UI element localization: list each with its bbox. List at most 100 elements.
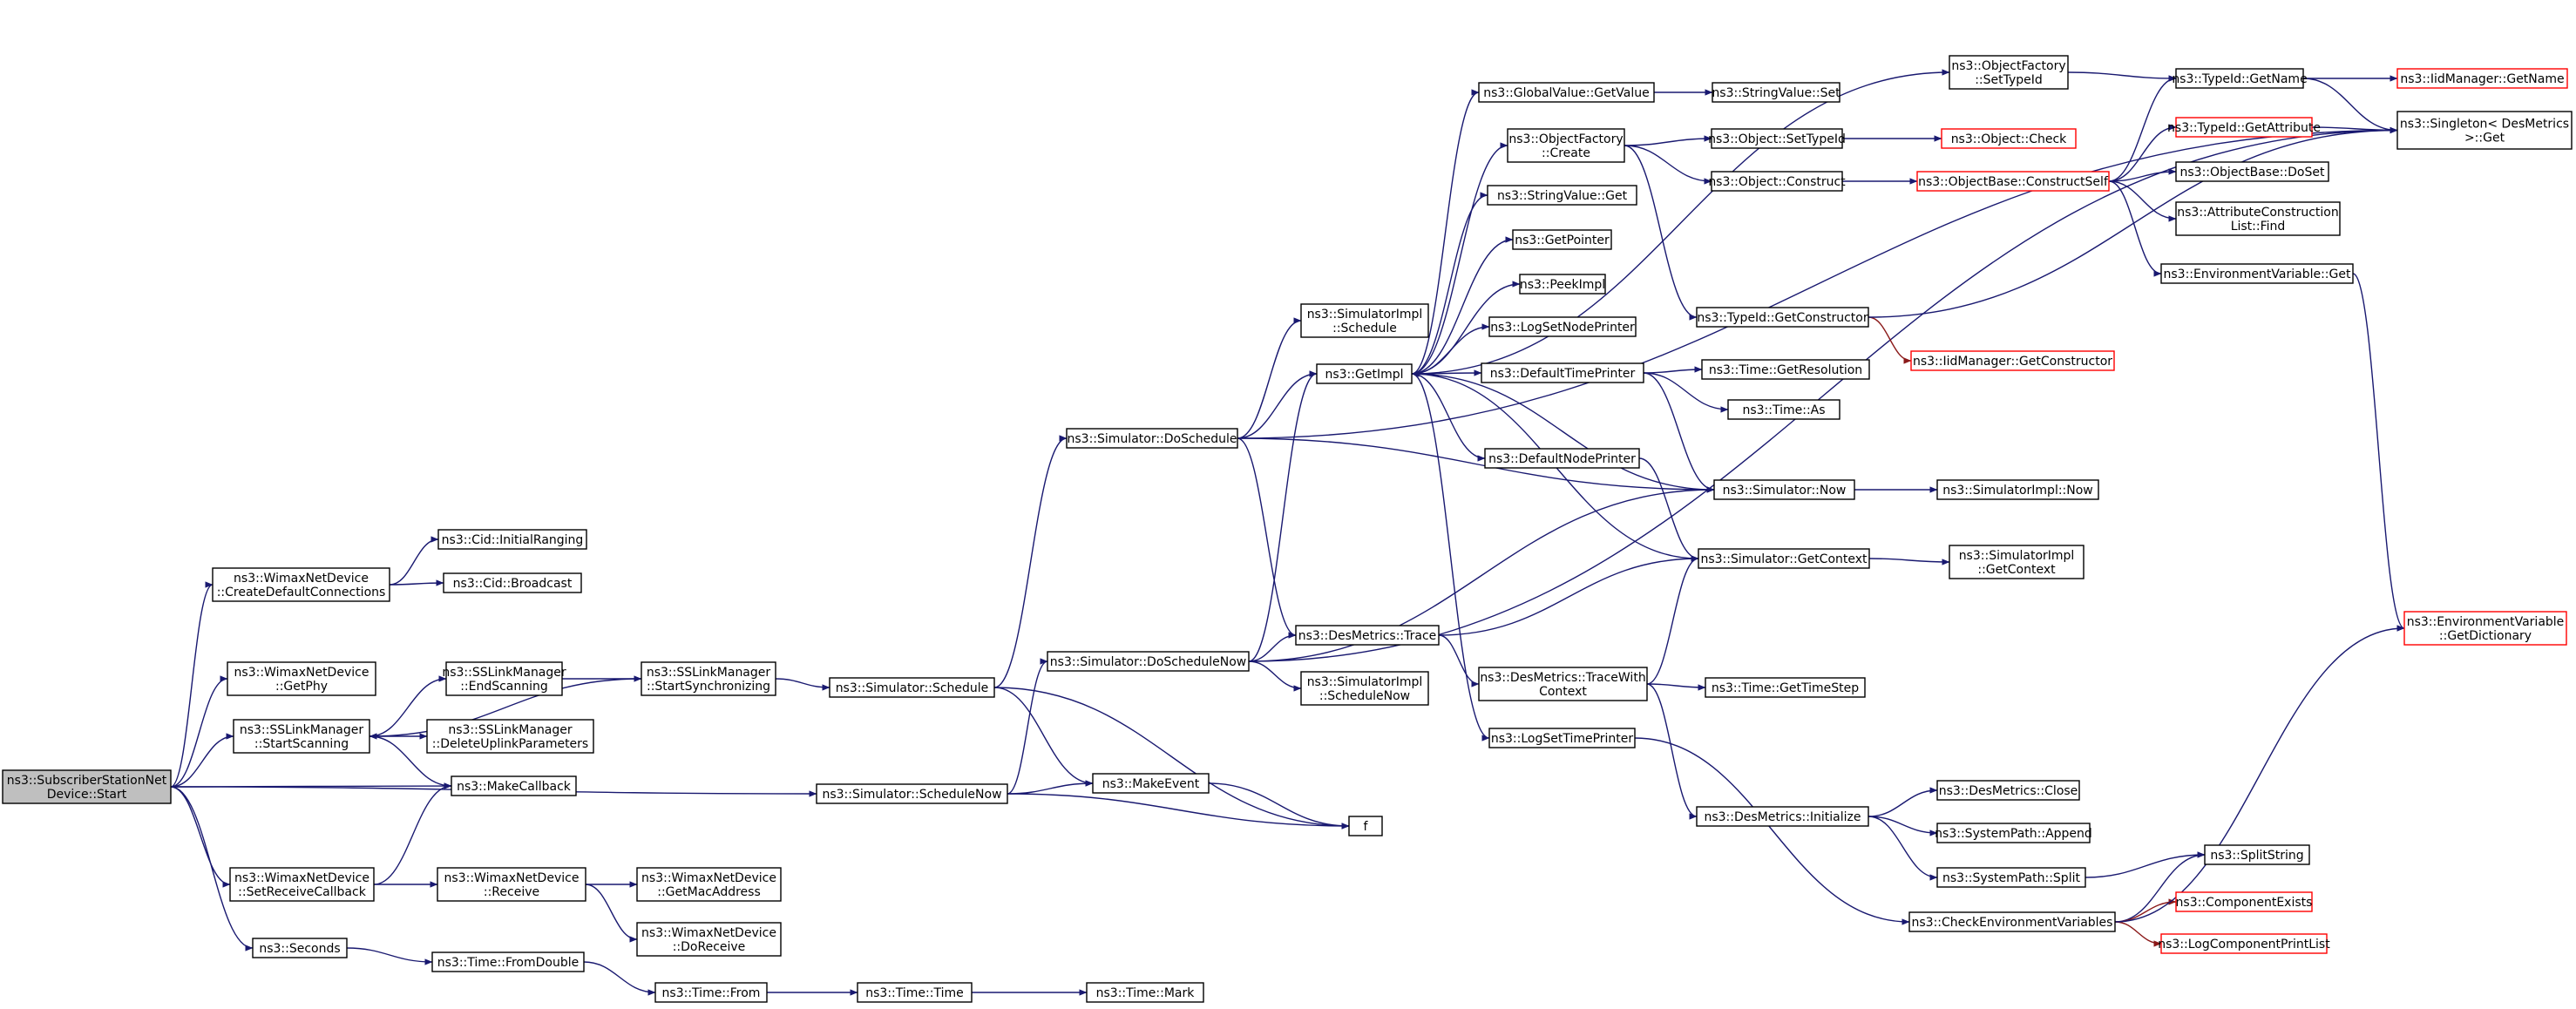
node-getmac[interactable]: ns3::WimaxNetDevice::GetMacAddress xyxy=(636,867,782,902)
node-obdoset[interactable]: ns3::ObjectBase::DoSet xyxy=(2175,161,2329,182)
node-box[interactable] xyxy=(2396,68,2568,89)
node-box[interactable] xyxy=(1936,479,2099,500)
node-dmtrace[interactable]: ns3::DesMetrics::Trace xyxy=(1295,625,1440,646)
node-box[interactable] xyxy=(1478,82,1655,103)
node-cev[interactable]: ns3::CheckEnvironmentVariables xyxy=(1908,911,2116,932)
node-envget[interactable]: ns3::EnvironmentVariable::Get xyxy=(2160,263,2354,284)
node-box[interactable] xyxy=(1512,229,1612,250)
node-box[interactable] xyxy=(1348,816,1383,836)
node-iidgetname[interactable]: ns3::IidManager::GetName xyxy=(2396,68,2568,89)
node-doschednow[interactable]: ns3::Simulator::DoScheduleNow xyxy=(1047,651,1250,672)
node-logcpl[interactable]: ns3::LogComponentPrintList xyxy=(2158,933,2330,954)
node-box[interactable] xyxy=(1711,128,1843,149)
node-lstp[interactable]: ns3::LogSetTimePrinter xyxy=(1488,728,1636,748)
node-envdict[interactable]: ns3::EnvironmentVariable::GetDictionary xyxy=(2403,611,2567,646)
node-box[interactable] xyxy=(1936,823,2091,843)
node-box[interactable] xyxy=(1696,307,1869,328)
node-getimpl[interactable]: ns3::GetImpl xyxy=(1316,363,1413,384)
node-dtp[interactable]: ns3::DefaultTimePrinter xyxy=(1481,362,1644,383)
node-dorecv[interactable]: ns3::WimaxNetDevice::DoReceive xyxy=(636,922,782,957)
node-tgetres[interactable]: ns3::Time::GetResolution xyxy=(1701,359,1870,380)
node-box[interactable] xyxy=(1047,651,1250,672)
node-box[interactable] xyxy=(1481,362,1644,383)
node-svget[interactable]: ns3::StringValue::Get xyxy=(1487,185,1637,206)
node-box[interactable] xyxy=(227,661,376,696)
node-box[interactable] xyxy=(1705,677,1866,698)
node-simnow[interactable]: ns3::Simulator::Now xyxy=(1713,479,1855,500)
node-getptr[interactable]: ns3::GetPointer xyxy=(1512,229,1612,250)
node-box[interactable] xyxy=(2175,117,2313,138)
node-box[interactable] xyxy=(229,867,375,902)
node-box[interactable] xyxy=(437,867,586,902)
node-spappend[interactable]: ns3::SystemPath::Append xyxy=(1935,823,2092,843)
node-box[interactable] xyxy=(1936,867,2086,888)
node-objconstruct[interactable]: ns3::Object::Construct xyxy=(1708,171,1846,192)
node-box[interactable] xyxy=(1488,316,1637,337)
node-box[interactable] xyxy=(1519,274,1606,295)
node-tidgetattr[interactable]: ns3::TypeId::GetAttribute xyxy=(2167,117,2321,138)
node-box[interactable] xyxy=(1949,55,2069,90)
node-box[interactable] xyxy=(426,719,594,754)
node-mkcb[interactable]: ns3::MakeCallback xyxy=(451,775,577,796)
node-box[interactable] xyxy=(431,951,585,972)
node-box[interactable] xyxy=(1916,171,2110,192)
node-setrcv[interactable]: ns3::WimaxNetDevice::SetReceiveCallback xyxy=(229,867,375,902)
node-box[interactable] xyxy=(1936,780,2080,801)
node-iidgetctor[interactable]: ns3::IidManager::GetConstructor xyxy=(1910,350,2115,371)
node-box[interactable] xyxy=(1701,359,1870,380)
node-seconds[interactable]: ns3::Seconds xyxy=(252,938,348,958)
node-box[interactable] xyxy=(1908,911,2116,932)
node-box[interactable] xyxy=(252,938,348,958)
node-tfrom[interactable]: ns3::Time::From xyxy=(654,982,768,1003)
node-box[interactable] xyxy=(1488,728,1636,748)
node-compexists[interactable]: ns3::ComponentExists xyxy=(2175,891,2313,912)
node-box[interactable] xyxy=(654,982,768,1003)
node-bc[interactable]: ns3::Cid::Broadcast xyxy=(443,572,582,593)
node-box[interactable] xyxy=(1941,128,2077,149)
node-simimplnow[interactable]: ns3::SimulatorImpl::Now xyxy=(1936,479,2099,500)
node-startsync[interactable]: ns3::SSLinkManager::StartSynchronizing xyxy=(641,661,776,696)
node-box[interactable] xyxy=(1066,428,1238,449)
node-f[interactable]: f xyxy=(1348,816,1383,836)
node-dminit[interactable]: ns3::DesMetrics::Initialize xyxy=(1696,806,1869,827)
node-startscan[interactable]: ns3::SSLinkManager::StartScanning xyxy=(233,719,370,754)
node-simimplschednow[interactable]: ns3::SimulatorImpl::ScheduleNow xyxy=(1300,671,1429,706)
node-box[interactable] xyxy=(1712,82,1840,103)
node-simgetctx[interactable]: ns3::Simulator::GetContext xyxy=(1698,548,1870,569)
node-tmark[interactable]: ns3::Time::Mark xyxy=(1086,982,1204,1003)
node-dmclose[interactable]: ns3::DesMetrics::Close xyxy=(1936,780,2080,801)
node-mkev[interactable]: ns3::MakeEvent xyxy=(1092,773,1210,794)
node-box[interactable] xyxy=(641,661,776,696)
node-box[interactable] xyxy=(2175,161,2329,182)
node-box[interactable] xyxy=(2175,68,2304,89)
node-receive[interactable]: ns3::WimaxNetDevice::Receive xyxy=(437,867,586,902)
node-box[interactable] xyxy=(1949,545,2085,579)
node-box[interactable] xyxy=(1711,171,1843,192)
node-ttime[interactable]: ns3::Time::Time xyxy=(857,982,973,1003)
node-getphy[interactable]: ns3::WimaxNetDevice::GetPhy xyxy=(227,661,376,696)
node-endscan[interactable]: ns3::SSLinkManager::EndScanning xyxy=(442,661,566,696)
node-box[interactable] xyxy=(2160,933,2328,954)
node-box[interactable] xyxy=(2403,611,2567,646)
node-box[interactable] xyxy=(233,719,370,754)
node-spsplit[interactable]: ns3::SystemPath::Split xyxy=(1936,867,2086,888)
node-splitstr[interactable]: ns3::SplitString xyxy=(2204,844,2310,865)
node-tidgetname[interactable]: ns3::TypeId::GetName xyxy=(2172,68,2308,89)
node-ofsettid[interactable]: ns3::ObjectFactory::SetTypeId xyxy=(1949,55,2069,90)
node-tas[interactable]: ns3::Time::As xyxy=(1727,399,1840,420)
node-box[interactable] xyxy=(1698,548,1870,569)
node-box[interactable] xyxy=(1487,185,1637,206)
node-box[interactable] xyxy=(1910,350,2115,371)
node-dosched[interactable]: ns3::Simulator::DoSchedule xyxy=(1066,428,1238,449)
node-svset[interactable]: ns3::StringValue::Set xyxy=(1712,82,1840,103)
node-box[interactable] xyxy=(445,661,563,696)
node-box[interactable] xyxy=(636,867,782,902)
node-box[interactable] xyxy=(829,677,995,698)
node-box[interactable] xyxy=(1478,667,1648,701)
node-box[interactable] xyxy=(1295,625,1440,646)
node-delup[interactable]: ns3::SSLinkManager::DeleteUplinkParamete… xyxy=(426,719,594,754)
node-sched[interactable]: ns3::Simulator::Schedule xyxy=(829,677,995,698)
